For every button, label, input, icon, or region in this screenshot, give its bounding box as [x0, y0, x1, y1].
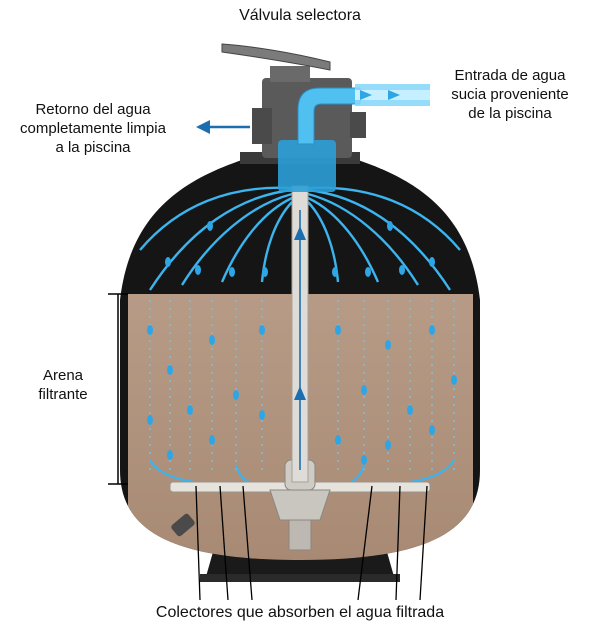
outlet-label-line: Retorno del agua	[35, 101, 151, 118]
outlet-label-line: completamente limpia	[20, 120, 166, 137]
valve-handle	[221, 43, 331, 71]
collector-pointer-lines	[195, 485, 428, 601]
sand-label-line: filtrante	[38, 386, 88, 403]
drain-plug	[171, 513, 195, 537]
inlet-water-stream	[355, 84, 430, 106]
central-pipe	[291, 185, 309, 483]
inlet-label-line: Entrada de agua	[454, 67, 566, 84]
water-droplets-sand	[147, 325, 457, 465]
water-flow-curves	[139, 186, 461, 291]
outlet-label: Retorno del agua completamente limpia a …	[8, 100, 178, 157]
valve-title-label: Válvula selectora	[239, 7, 361, 24]
sand-bracket	[108, 293, 128, 485]
sand-label-line: Arena	[42, 367, 84, 384]
inlet-label-line: sucia proveniente	[451, 86, 569, 103]
inlet-label: Entrada de agua sucia proveniente de la …	[425, 66, 595, 123]
inlet-label-line: de la piscina	[468, 105, 552, 122]
sand-label: Arena filtrante	[18, 366, 108, 404]
selector-valve	[221, 43, 366, 192]
outlet-label-line: a la piscina	[55, 139, 131, 156]
water-droplets-upper	[165, 221, 435, 277]
collectors-label: Colectores que absorben el agua filtrada	[155, 604, 445, 621]
outlet-arrow	[196, 120, 250, 134]
